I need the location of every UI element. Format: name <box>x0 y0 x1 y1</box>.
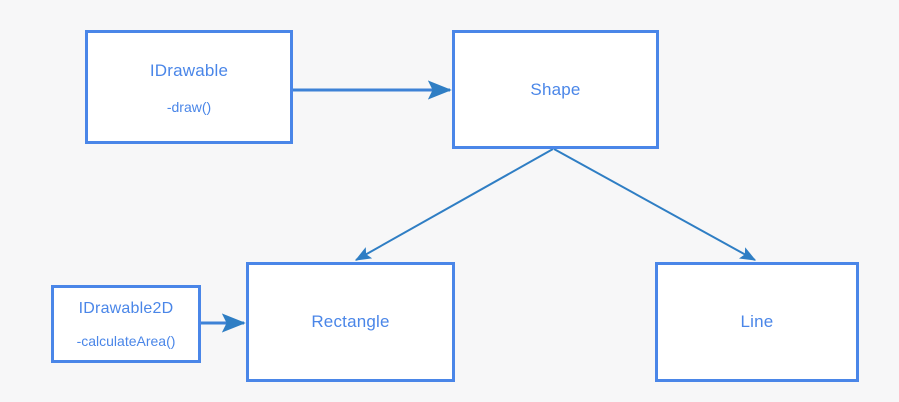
node-line[interactable]: Line <box>655 262 859 382</box>
edge-shape-to-line <box>553 148 757 261</box>
node-idrawable-member: -draw() <box>166 98 212 115</box>
node-line-title: Line <box>740 312 774 331</box>
node-idrawable-title: IDrawable <box>149 60 229 80</box>
node-rectangle-title: Rectangle <box>311 312 390 331</box>
node-idrawable2d-title: IDrawable2D <box>78 300 174 317</box>
node-rectangle[interactable]: Rectangle <box>246 262 455 382</box>
node-shape[interactable]: Shape <box>452 30 659 149</box>
edge-shape-to-rectangle <box>354 148 554 261</box>
node-idrawable2d[interactable]: IDrawable2D -calculateArea() <box>51 285 201 363</box>
node-idrawable[interactable]: IDrawable -draw() <box>85 30 293 144</box>
node-idrawable2d-member: -calculateArea() <box>76 333 176 349</box>
node-shape-title: Shape <box>530 79 581 99</box>
